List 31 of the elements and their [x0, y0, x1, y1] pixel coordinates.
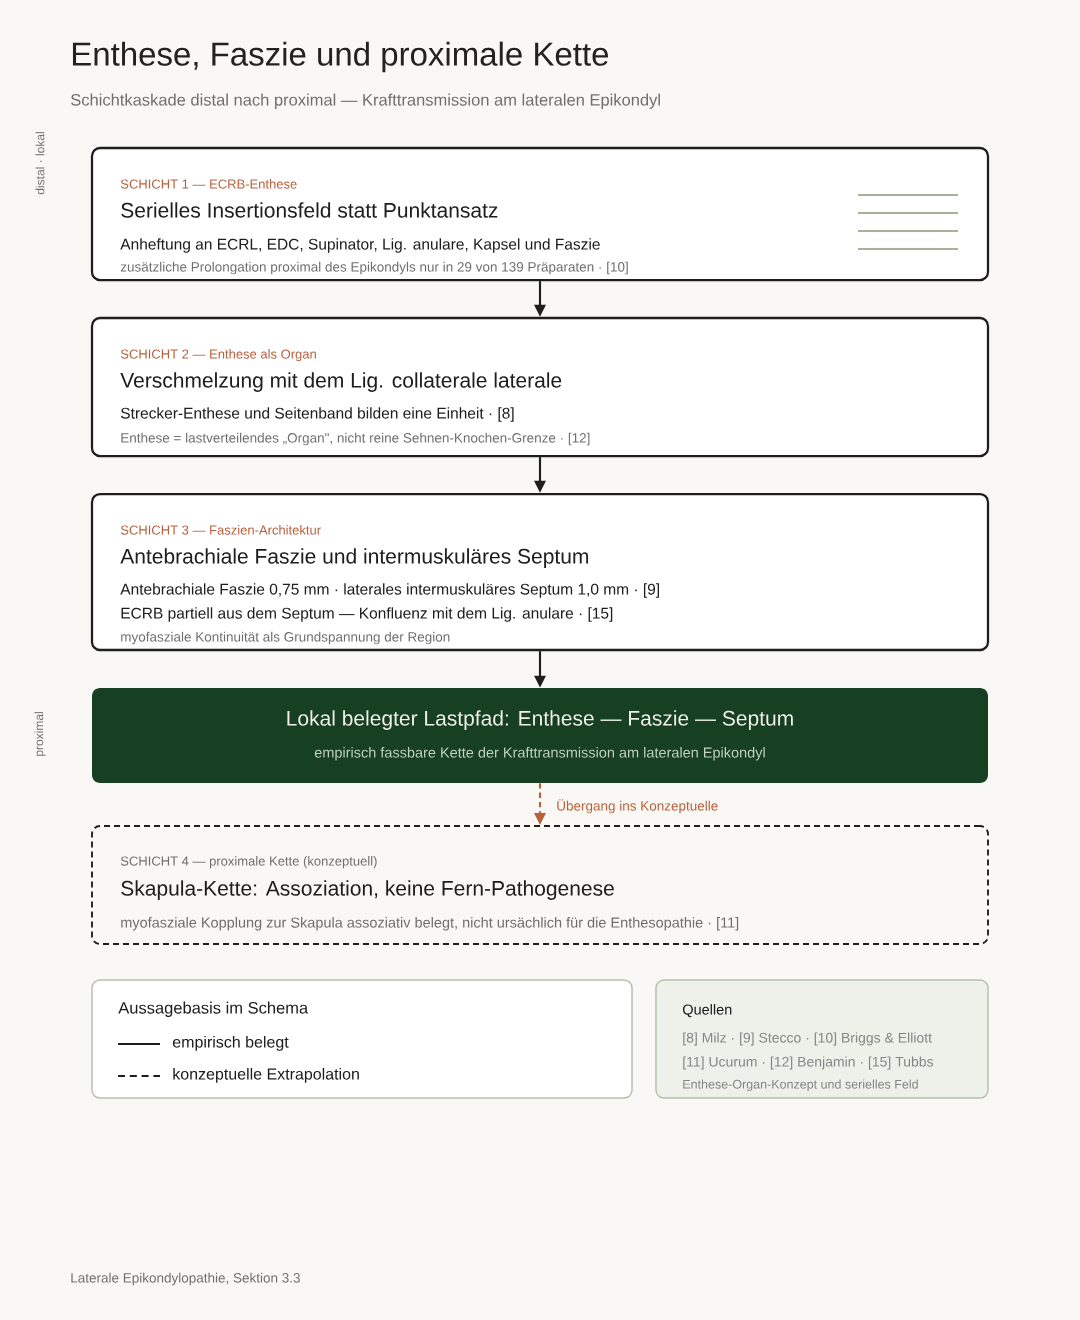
layer-kicker: SCHICHT 3 — Faszien-Architektur [120, 525, 321, 535]
layer-note: myofasziale Kopplung zur Skapula assoziativ belegt, nicht ursächlich für die Enthesopathie · [11] [121, 917, 739, 931]
legend-text: empirisch belegt [172, 1035, 289, 1051]
layer-text: ECRB partiell aus dem Septum — Konfluenz mit dem Lig. anulare · [15] [121, 607, 613, 622]
band-heading: Lokal belegter Lastpfad: Enthese — Faszie — Septum [287, 710, 793, 730]
layer-note: Enthese = lastverteilendes „Organ", nicht reine Sehnen-Knochen-Grenze · [12] [121, 432, 590, 446]
layer-kicker: SCHICHT 1 — ECRB-Enthese [120, 179, 297, 189]
layer-heading: Antebrachiale Faszie und intermuskuläres Septum [120, 548, 589, 568]
layer-note: zusätzliche Prolongation proximal des Epikondyls nur in 29 von 139 Präparaten · [10] [120, 261, 628, 275]
side-label: proximal [34, 712, 46, 756]
footer-note: Laterale Epikondylopathie, Sektion 3.3 [71, 1272, 300, 1286]
source-list: [8] Milz · [9] Stecco · [10] Briggs & Elliott [683, 1032, 932, 1046]
side-label: distal · lokal [35, 132, 45, 195]
layer-note: myofasziale Kontinuität als Grundspannung der Region [121, 631, 450, 645]
title: Enthese, Faszie und proximale Kette [72, 41, 608, 73]
source-note: Enthese-Organ-Konzept und serielles Feld [683, 1079, 918, 1092]
layer-heading: Serielles Insertionsfeld statt Punktansatz [121, 202, 498, 218]
source-list: [11] Ucurum · [12] Benjamin · [15] Tubbs [683, 1056, 934, 1070]
layer-text: Antebrachiale Faszie 0,75 mm · laterales intermuskuläres Septum 1,0 mm · [9] [120, 583, 659, 598]
layer-heading: Verschmelzung mit dem Lig. collaterale laterale [120, 372, 562, 392]
band-subtitle: empirisch fassbare Kette der Krafttransmission am lateralen Epikondyl [314, 747, 765, 761]
edge-label: Übergang ins Konzeptuelle [557, 799, 718, 814]
layer-text: Strecker-Enthese und Seitenband bilden eine Einheit · [8] [121, 407, 514, 422]
layer-text: Anheftung an ECRL, EDC, Supinator, Lig. anulare, Kapsel und Faszie [120, 238, 600, 253]
legend-text: konzeptuelle Extrapolation [173, 1067, 359, 1083]
layer-kicker: SCHICHT 4 — proximale Kette (konzeptuell) [120, 856, 377, 869]
legend-heading: Aussagebasis im Schema [118, 1001, 309, 1017]
layer-kicker: SCHICHT 2 — Enthese als Organ [120, 349, 316, 362]
sources-heading: Quellen [682, 1004, 732, 1018]
subtitle: Schichtkaskade distal nach proximal — Krafttransmission am lateralen Epikondyl [71, 93, 660, 109]
layer-heading: Skapula-Kette: Assoziation, keine Fern-Pathogenese [121, 880, 614, 900]
